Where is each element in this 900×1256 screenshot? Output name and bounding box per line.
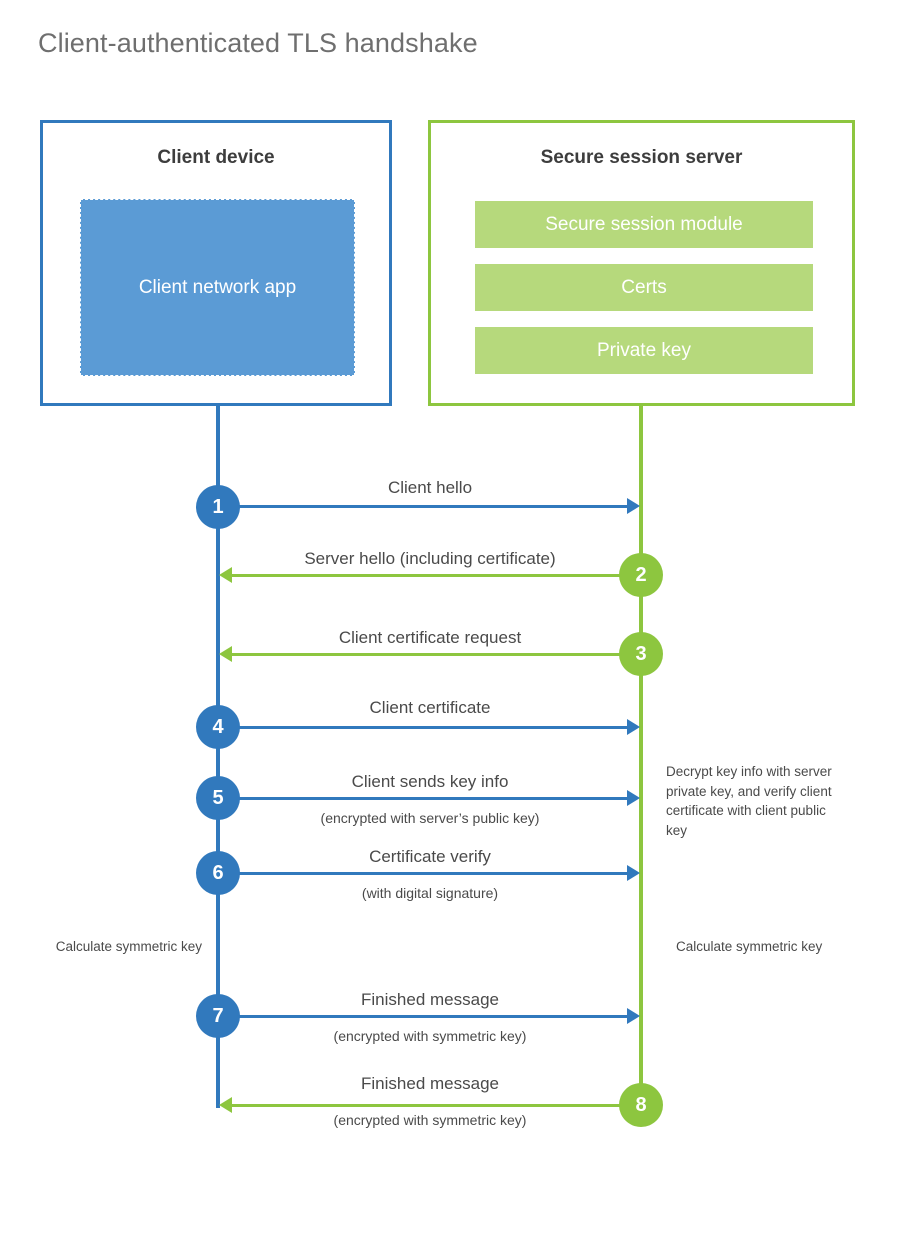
- client-lifeline: [216, 404, 220, 1108]
- step-1-number: 1: [196, 485, 240, 529]
- step-7-number: 7: [196, 994, 240, 1038]
- step-4-arrow-head: [627, 719, 640, 735]
- server-lifeline: [639, 404, 643, 1106]
- client-calculate-symmetric-key-note: Calculate symmetric key: [55, 939, 202, 954]
- step-8-label: Finished message: [361, 1074, 499, 1093]
- secure-session-server-box: Secure session server Secure session mod…: [428, 120, 855, 406]
- step-5-number: 5: [196, 776, 240, 820]
- server-calculate-symmetric-key-note: Calculate symmetric key: [676, 939, 823, 954]
- step-2-arrow-head: [219, 567, 232, 583]
- step-5-sublabel: (encrypted with server’s public key): [320, 810, 540, 826]
- step-2-arrow-line: [232, 574, 641, 577]
- step-6-number: 6: [196, 851, 240, 895]
- server-component-certs: Certs: [475, 264, 813, 311]
- step-4-arrow-line: [218, 726, 628, 729]
- step-1-arrow-head: [627, 498, 640, 514]
- server-component-private-key: Private key: [475, 327, 813, 374]
- step-8-arrow-head: [219, 1097, 232, 1113]
- step-3-arrow-head: [219, 646, 232, 662]
- step-4-number: 4: [196, 705, 240, 749]
- step-8-arrow-line: [232, 1104, 641, 1107]
- step-7-arrow-line: [218, 1015, 628, 1018]
- step-7-sublabel: (encrypted with symmetric key): [333, 1028, 527, 1044]
- step-6-arrow-line: [218, 872, 628, 875]
- secure-session-server-title: Secure session server: [540, 147, 743, 168]
- step-6-arrow-head: [627, 865, 640, 881]
- step-7-arrow-head: [627, 1008, 640, 1024]
- step-4-label: Client certificate: [369, 698, 491, 717]
- step-7-label: Finished message: [361, 990, 499, 1009]
- step-8-number: 8: [619, 1083, 663, 1127]
- step-6-sublabel: (with digital signature): [361, 885, 499, 901]
- step-5-arrow-head: [627, 790, 640, 806]
- step-1-arrow-line: [218, 505, 628, 508]
- step-3-label: Client certificate request: [338, 628, 522, 647]
- step-5-label: Client sends key info: [351, 772, 509, 791]
- step-3-arrow-line: [232, 653, 641, 656]
- step-8-sublabel: (encrypted with symmetric key): [333, 1112, 527, 1128]
- server-component-secure-session-module: Secure session module: [475, 201, 813, 248]
- client-network-app-block: Client network app: [80, 199, 355, 376]
- client-device-title: Client device: [157, 147, 275, 168]
- step-1-label: Client hello: [387, 478, 473, 497]
- step-2-number: 2: [619, 553, 663, 597]
- step-3-number: 3: [619, 632, 663, 676]
- page-title: Client-authenticated TLS handshake: [38, 28, 478, 58]
- step-2-label: Server hello (including certificate): [304, 549, 556, 568]
- client-device-box: Client device Client network app: [40, 120, 392, 406]
- step-5-arrow-line: [218, 797, 628, 800]
- step-6-label: Certificate verify: [369, 847, 491, 866]
- server-decrypt-note: Decrypt key info with server private key…: [666, 764, 832, 838]
